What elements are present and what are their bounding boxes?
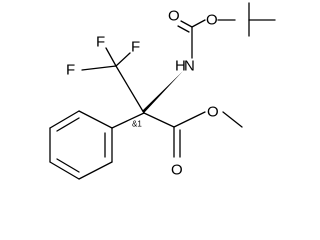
- atom-label-o-ester-boc: O: [206, 12, 218, 29]
- bond-ring-inner-c: [56, 158, 80, 173]
- core-bonds: [81, 47, 183, 129]
- atom-label-n-amide: N: [184, 58, 195, 75]
- bond-cf3-f-top-right: [115, 52, 131, 67]
- bond-ring-5: [78, 161, 113, 180]
- bond-ring-1: [78, 110, 113, 129]
- bond-center-ester: [143, 112, 175, 128]
- bond-cf3-f-top-left: [105, 47, 117, 67]
- ester-bonds: [173, 111, 243, 158]
- bond-center-phenyl: [111, 112, 145, 129]
- atom-label-h-amide: H: [175, 58, 186, 75]
- stereo-label: &1: [132, 120, 142, 129]
- atom-label-f-top-left: F: [96, 34, 105, 51]
- bond-carbonyl-o-ester: [191, 19, 206, 28]
- bond-ring-4: [49, 161, 80, 180]
- structure-diagram: O O N H F F F O O &1: [49, 2, 276, 180]
- bond-ring-inner-b: [56, 117, 80, 132]
- bond-ester-o-methoxy: [173, 111, 206, 128]
- atom-label-o-carbonyl-ester: O: [171, 162, 183, 179]
- atom-label-o-methoxy: O: [207, 104, 219, 121]
- tert-butyl-bonds: [217, 2, 276, 37]
- atom-labels: O O N H F F F O O &1: [66, 8, 219, 179]
- bond-methoxy-methyl: [222, 111, 243, 128]
- carbamate-bonds: [177, 19, 206, 59]
- bond-cf3-f-left: [81, 65, 117, 71]
- bond-carbonyl-co-2: [177, 25, 190, 33]
- atom-label-f-top-right: F: [131, 39, 140, 56]
- bond-n-wedge: [142, 71, 183, 113]
- atom-label-o-carbonyl-boc: O: [168, 8, 180, 25]
- bond-carbonyl-co-1: [180, 20, 193, 28]
- bond-center-cf3: [115, 65, 145, 114]
- bond-ring-2: [49, 110, 80, 129]
- atom-label-f-left: F: [66, 62, 75, 79]
- phenyl-ring: [49, 110, 113, 180]
